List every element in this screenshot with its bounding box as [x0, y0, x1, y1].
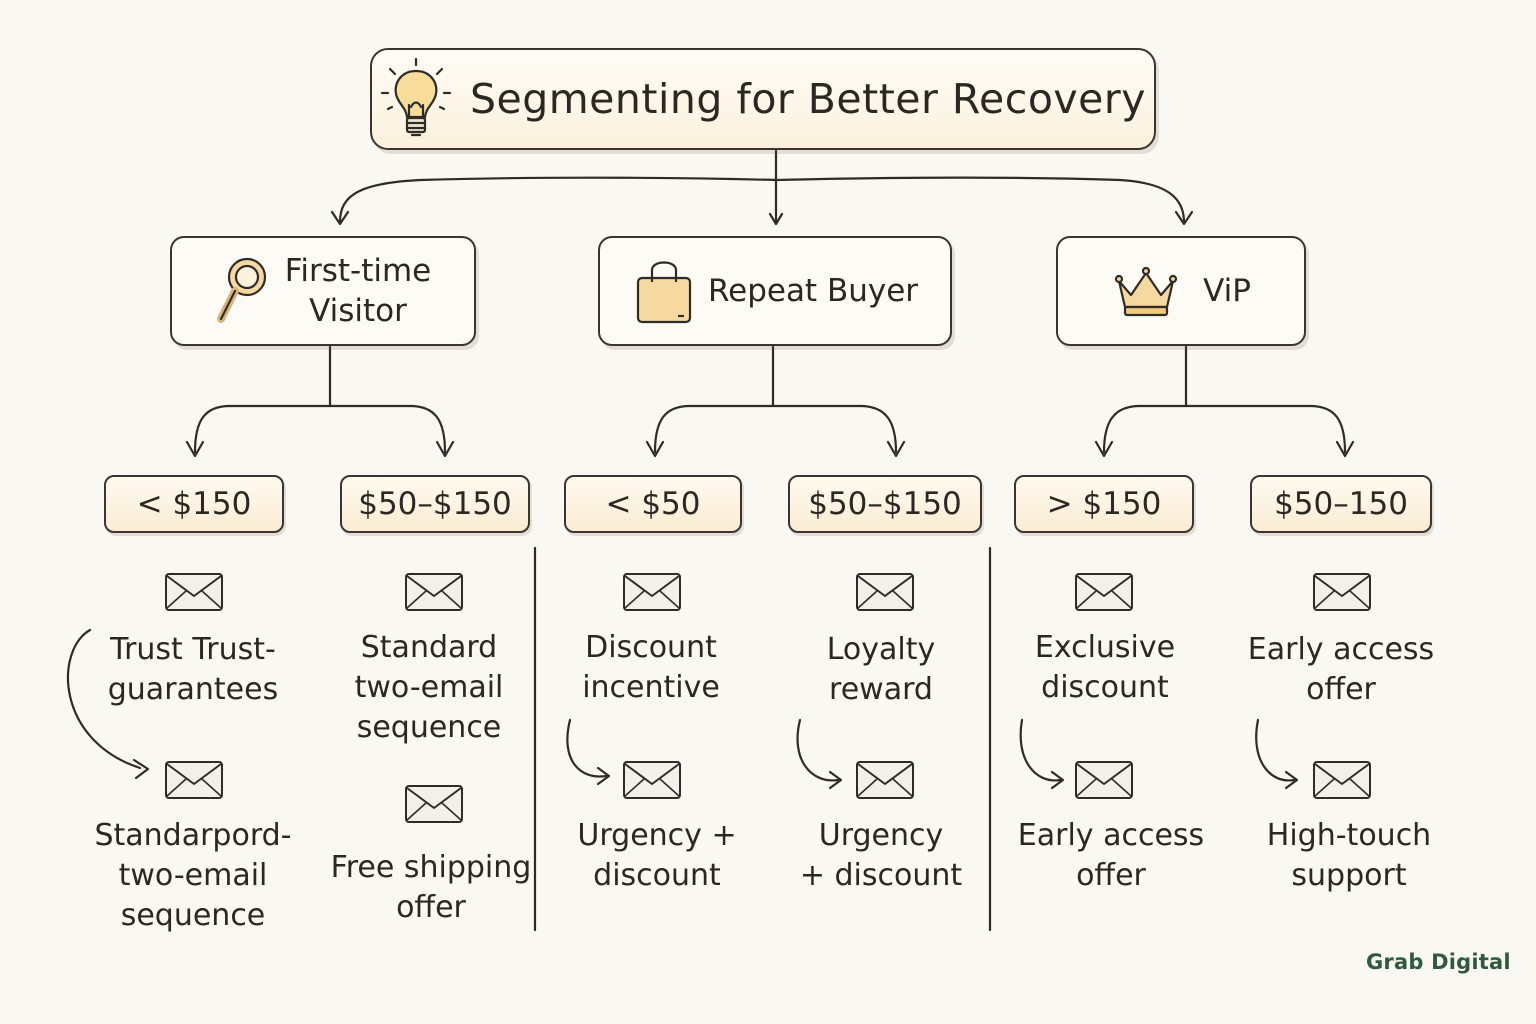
envelope-icon [165, 761, 223, 799]
price-tag: > $150 [1014, 475, 1194, 533]
envelope-icon [405, 785, 463, 823]
envelope-icon [1313, 573, 1371, 611]
tactic-label: Urgency+ discount [799, 818, 963, 893]
brand-logo-text: Grab Digital [1366, 950, 1511, 974]
segment-label: Visitor [309, 293, 407, 329]
price-tag: < $150 [104, 475, 284, 533]
price-tag: < $50 [564, 475, 742, 533]
segment-repeat-buyer: Repeat Buyer [598, 236, 952, 346]
segment-label: ViP [1203, 273, 1251, 309]
segment-vip: ViP [1056, 236, 1306, 346]
envelope-icon [1313, 761, 1371, 799]
envelope-icon [405, 573, 463, 611]
price-tag: $50–$150 [340, 475, 530, 533]
price-tag: $50–$150 [788, 475, 982, 533]
envelope-icon [856, 573, 914, 611]
tactic-label: Trust Trust-guarantees [107, 632, 279, 707]
envelope-icon [1075, 573, 1133, 611]
diagram-title: Segmenting for Better Recovery [469, 75, 1147, 123]
shopping-bag-icon [636, 261, 692, 324]
lightbulb-icon [380, 57, 452, 137]
envelope-icon [623, 573, 681, 611]
magnifier-icon [216, 257, 266, 323]
segment-label: Repeat Buyer [707, 273, 919, 309]
price-tag: $50–150 [1250, 475, 1432, 533]
crown-icon [1114, 266, 1178, 317]
segment-first-time-visitor: First-time Visitor [170, 236, 476, 346]
tactic-label: Urgency +discount [577, 818, 737, 893]
envelope-icon [1075, 761, 1133, 799]
envelope-icon [856, 761, 914, 799]
envelope-icon [165, 573, 223, 611]
segment-label: First-time [284, 253, 432, 289]
envelope-icon [623, 761, 681, 799]
title-box: Segmenting for Better Recovery [370, 48, 1156, 150]
